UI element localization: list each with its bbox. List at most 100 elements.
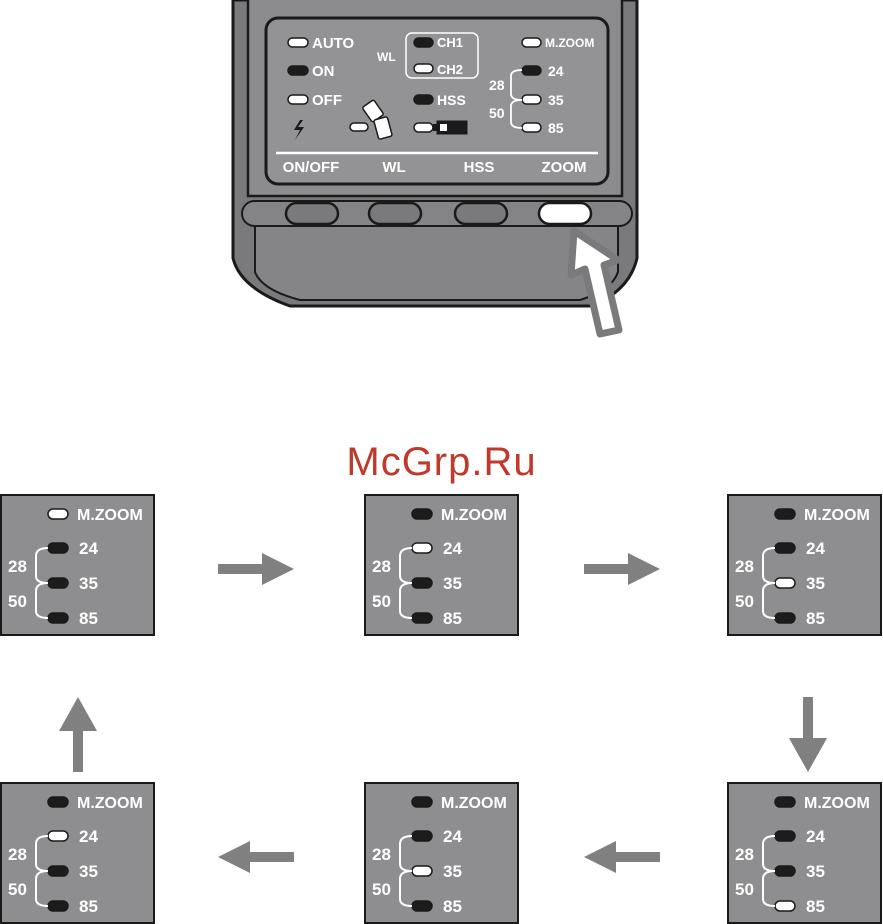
led-battery <box>414 123 433 132</box>
led-zoom-85 <box>522 123 541 132</box>
led-on <box>288 66 308 75</box>
label-35: 35 <box>79 862 98 881</box>
label-group-28: 28 <box>372 557 391 576</box>
label-group-50: 50 <box>8 880 27 899</box>
arrow-right-icon <box>218 553 294 585</box>
arrow-up-icon <box>59 697 97 772</box>
label-mzoom: M.ZOOM <box>545 36 594 50</box>
label-24: 24 <box>443 539 462 558</box>
label-group-28: 28 <box>372 845 391 864</box>
label-hss: HSS <box>437 92 466 108</box>
led-24 <box>775 831 795 841</box>
led-auto <box>288 38 308 47</box>
zoom-state-panel: M.ZOOM 24 35 85 28 50 <box>1 783 154 923</box>
label-24: 24 <box>806 539 825 558</box>
label-85: 85 <box>443 609 462 628</box>
battery-icon <box>433 121 467 134</box>
label-mzoom: M.ZOOM <box>804 507 870 524</box>
label-35: 35 <box>443 574 462 593</box>
hss-button[interactable] <box>455 203 507 224</box>
label-zoom-35: 35 <box>548 92 564 108</box>
label-85: 85 <box>806 609 825 628</box>
label-group-28: 28 <box>8 557 27 576</box>
label-group-50: 50 <box>735 880 754 899</box>
led-24 <box>48 543 68 553</box>
label-on: ON <box>312 63 335 80</box>
led-35 <box>412 866 432 876</box>
label-mzoom: M.ZOOM <box>77 795 143 812</box>
arrow-right-icon <box>584 553 660 585</box>
label-button-hss: HSS <box>464 159 495 176</box>
label-group-28: 28 <box>8 845 27 864</box>
label-group-50: 50 <box>735 592 754 611</box>
label-mzoom: M.ZOOM <box>804 795 870 812</box>
label-group-28: 28 <box>735 845 754 864</box>
label-85: 85 <box>806 897 825 916</box>
zoom-sequence: M.ZOOM2435852850M.ZOOM2435852850M.ZOOM24… <box>1 495 881 923</box>
label-mzoom: M.ZOOM <box>441 795 507 812</box>
label-off: OFF <box>312 92 342 109</box>
zoom-state-panel: M.ZOOM 24 35 85 28 50 <box>365 495 518 635</box>
label-group-50: 50 <box>372 880 391 899</box>
zoom-state-panel: M.ZOOM 24 35 85 28 50 <box>728 495 881 635</box>
arrow-down-icon <box>789 697 827 772</box>
led-85 <box>48 901 68 911</box>
zoom-state-panel: M.ZOOM 24 35 85 28 50 <box>365 783 518 923</box>
label-button-onoff: ON/OFF <box>283 159 340 176</box>
label-mzoom: M.ZOOM <box>77 507 143 524</box>
led-mzoom <box>412 509 432 519</box>
label-group-50: 50 <box>8 592 27 611</box>
label-85: 85 <box>79 609 98 628</box>
label-35: 35 <box>806 862 825 881</box>
led-24 <box>412 831 432 841</box>
label-ch2: CH2 <box>437 62 463 77</box>
led-zoom-35 <box>522 95 541 104</box>
zoom-state-panel: M.ZOOM 24 35 85 28 50 <box>728 783 881 923</box>
led-85 <box>775 613 795 623</box>
label-mzoom: M.ZOOM <box>441 507 507 524</box>
arrow-left-icon <box>218 841 294 873</box>
label-zoom-85: 85 <box>548 120 564 136</box>
led-mzoom <box>48 509 68 519</box>
led-85 <box>48 613 68 623</box>
led-mzoom <box>775 509 795 519</box>
label-35: 35 <box>443 862 462 881</box>
led-85 <box>412 613 432 623</box>
label-button-wl: WL <box>382 159 405 176</box>
led-35 <box>48 866 68 876</box>
label-wl-channel: WL <box>377 50 396 64</box>
led-24 <box>775 543 795 553</box>
label-group-28: 28 <box>735 557 754 576</box>
led-35 <box>775 578 795 588</box>
label-group-50: 50 <box>489 105 505 121</box>
label-85: 85 <box>443 897 462 916</box>
label-group-50: 50 <box>372 592 391 611</box>
led-ch2 <box>414 64 433 73</box>
label-24: 24 <box>443 827 462 846</box>
label-ch1: CH1 <box>437 35 463 50</box>
label-zoom-24: 24 <box>548 63 564 79</box>
label-35: 35 <box>79 574 98 593</box>
label-24: 24 <box>806 827 825 846</box>
label-group-28: 28 <box>489 77 505 93</box>
led-24 <box>412 543 432 553</box>
led-ch1 <box>414 38 433 47</box>
led-85 <box>412 901 432 911</box>
label-24: 24 <box>79 827 98 846</box>
led-35 <box>48 578 68 588</box>
onoff-button[interactable] <box>286 203 338 224</box>
watermark-text: McGrp.Ru <box>0 440 883 485</box>
label-85: 85 <box>79 897 98 916</box>
led-mzoom <box>412 797 432 807</box>
led-24 <box>48 831 68 841</box>
led-mzoom <box>775 797 795 807</box>
wl-button[interactable] <box>369 203 421 224</box>
led-hss <box>414 95 433 104</box>
label-button-zoom: ZOOM <box>542 159 587 176</box>
led-35 <box>775 866 795 876</box>
zoom-button[interactable] <box>539 203 591 224</box>
led-mzoom <box>48 797 68 807</box>
label-35: 35 <box>806 574 825 593</box>
arrow-left-icon <box>584 841 660 873</box>
